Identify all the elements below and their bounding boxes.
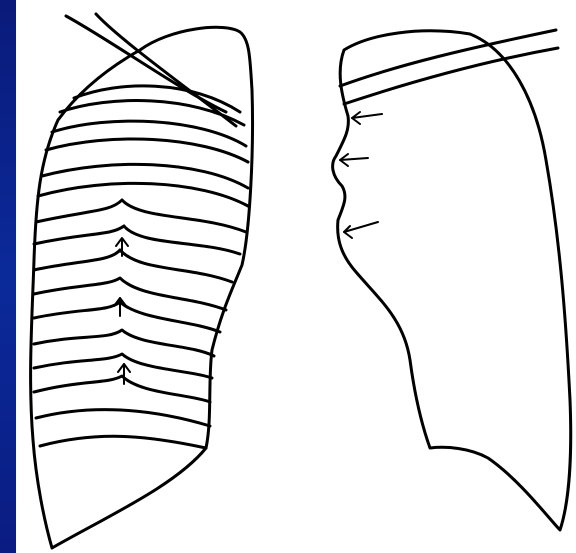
rib-line xyxy=(34,278,226,310)
left-lung-outline xyxy=(333,31,571,530)
rib-line xyxy=(66,16,226,112)
rib-line xyxy=(34,226,240,254)
rib-line xyxy=(34,302,220,332)
rib-line xyxy=(36,200,246,232)
left-arrow-icon xyxy=(340,154,368,166)
rib-line xyxy=(38,183,248,206)
rib-line xyxy=(40,436,206,448)
left-arrow-icon xyxy=(344,222,378,238)
rib-line xyxy=(46,139,248,162)
left-arrow-icon xyxy=(352,112,382,124)
right-lung-ribs xyxy=(34,14,248,448)
rib-line xyxy=(36,410,210,426)
rib-line xyxy=(34,330,214,356)
right-lung-arrows xyxy=(114,238,130,384)
rib-line xyxy=(34,376,210,402)
rib-line xyxy=(96,14,236,126)
rib-line xyxy=(34,250,232,282)
